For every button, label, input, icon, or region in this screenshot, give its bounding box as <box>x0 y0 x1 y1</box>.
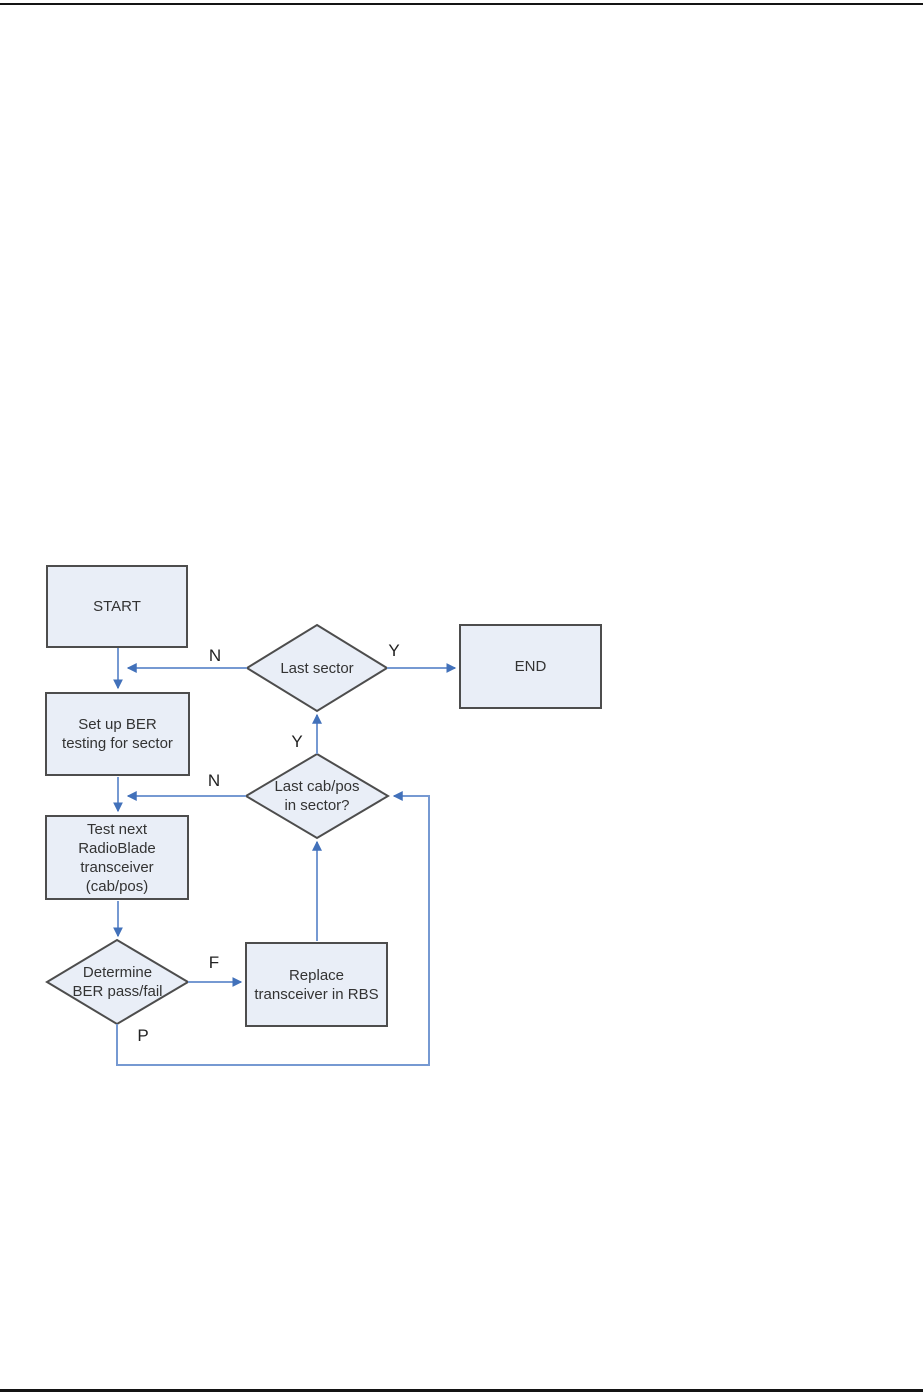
branch-label-cabpos-no: N <box>207 771 221 790</box>
end-node: END <box>459 624 602 709</box>
replace-label-line1: Replace <box>288 966 345 984</box>
setup-ber-node: Set up BER testing for sector <box>45 692 190 776</box>
setup-ber-label-line2: testing for sector <box>62 735 173 752</box>
branch-label-last-sector-yes: Y <box>388 641 400 660</box>
start-node: START <box>46 565 188 648</box>
test-next-label-line3: transceiver <box>80 858 154 876</box>
branch-label-ber-pass: P <box>137 1026 149 1045</box>
test-next-label-line2: RadioBlade <box>78 839 156 857</box>
end-node-label: END <box>514 658 547 675</box>
test-next-label-line4: (cab/pos) <box>85 877 149 895</box>
last-sector-decision-shape <box>245 623 389 713</box>
replace-transceiver-node: Replace transceiver in RBS <box>245 942 388 1027</box>
edge-determine-pass-loop <box>116 791 430 1066</box>
page-top-rule <box>0 3 923 5</box>
branch-label-last-sector-no: N <box>208 646 222 665</box>
test-next-node: Test next RadioBlade transceiver (cab/po… <box>45 815 189 900</box>
page-bottom-rule <box>0 1389 923 1392</box>
setup-ber-label-line1: Set up BER <box>78 716 157 733</box>
test-next-label-line1: Test next <box>86 820 148 838</box>
start-node-label: START <box>93 598 141 615</box>
determine-ber-decision-shape <box>45 938 190 1026</box>
replace-label-line2: transceiver in RBS <box>254 985 379 1003</box>
branch-label-ber-fail: F <box>208 953 220 972</box>
last-cabpos-decision-shape <box>244 752 390 840</box>
branch-label-cabpos-yes: Y <box>291 732 303 751</box>
